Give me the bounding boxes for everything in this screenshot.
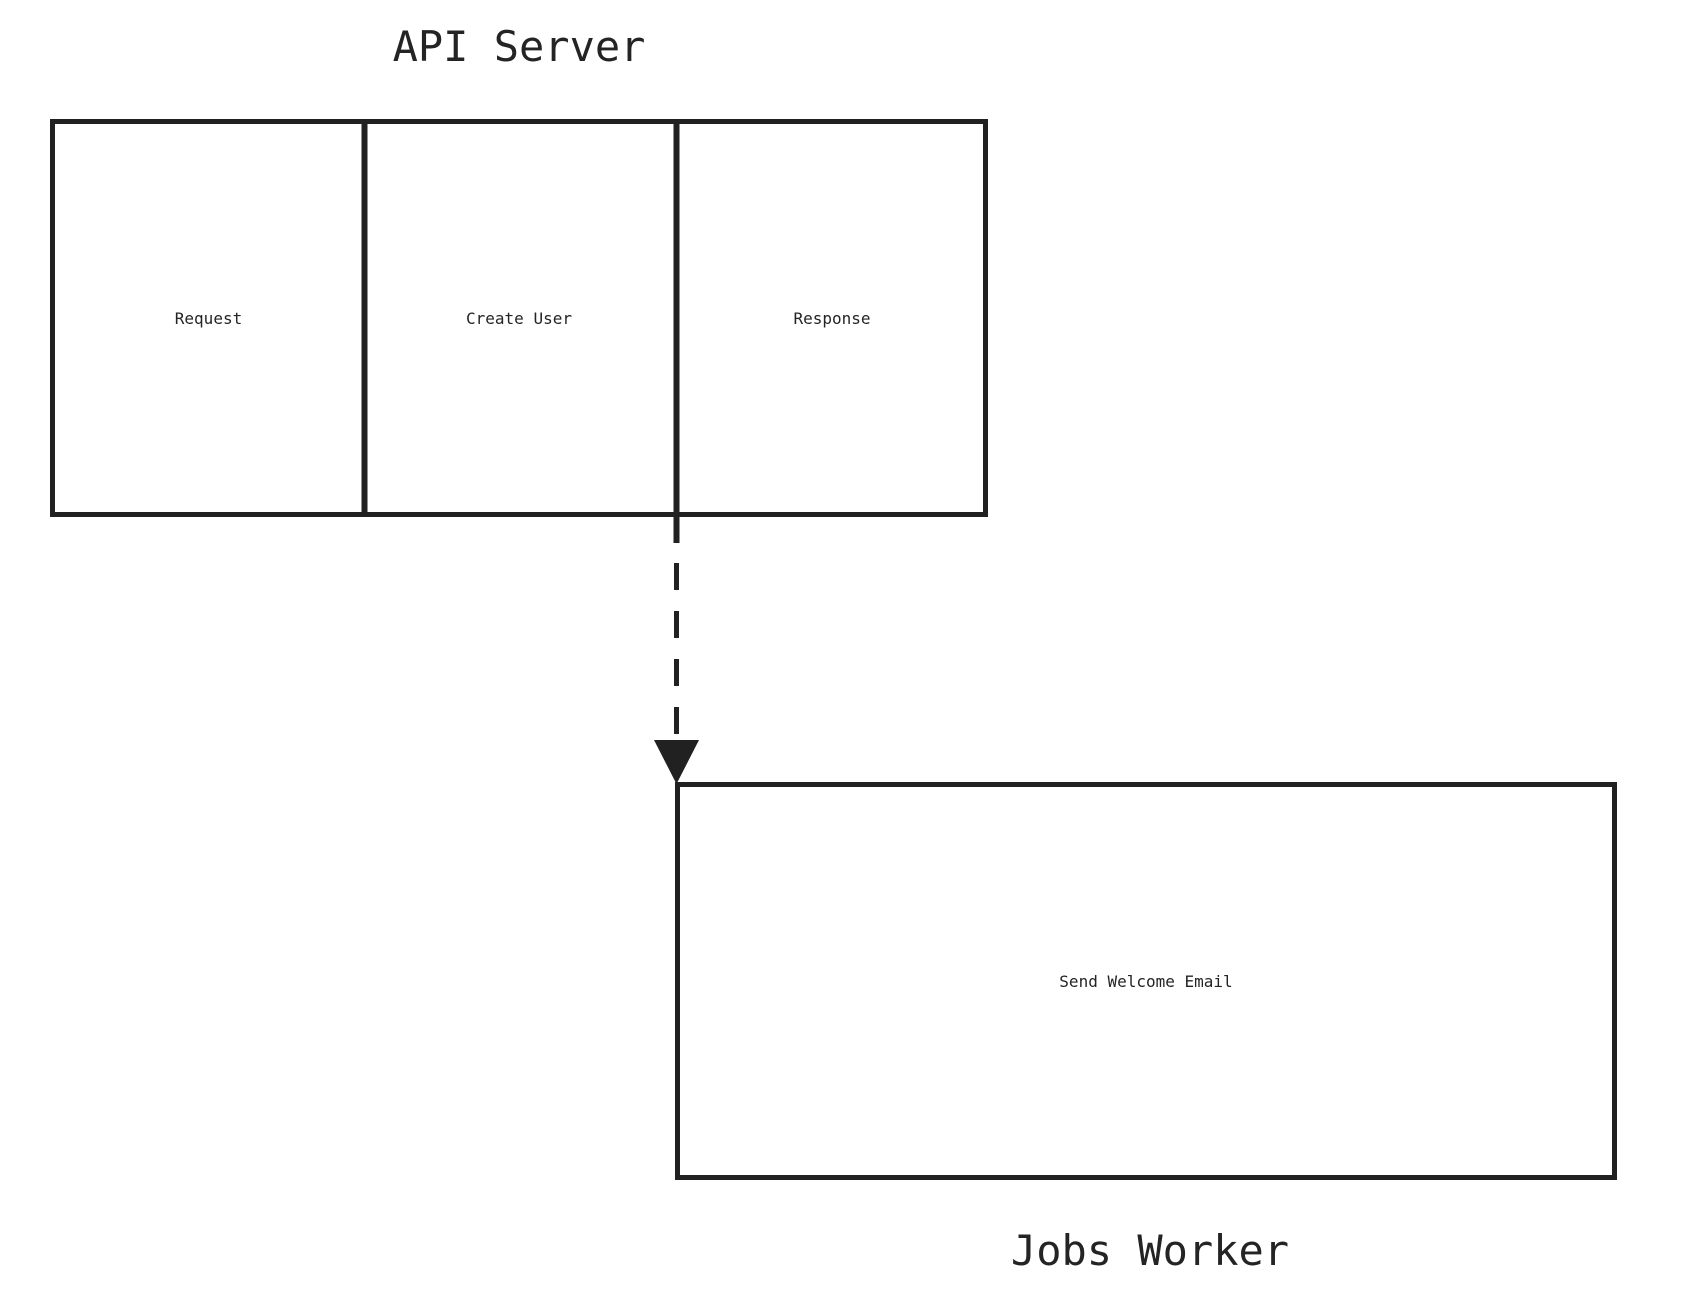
send-welcome-email-label: Send Welcome Email [1059, 971, 1233, 991]
jobs-worker-title: Jobs Worker [1010, 1226, 1290, 1275]
response-box: Response [676, 119, 988, 517]
arrowhead-down-icon [654, 740, 699, 784]
request-box: Request [50, 119, 367, 517]
send-welcome-email-box: Send Welcome Email [675, 782, 1617, 1180]
create-user-label: Create User [466, 308, 572, 328]
response-label: Response [793, 308, 871, 328]
create-user-box: Create User [362, 119, 676, 517]
request-label: Request [174, 308, 243, 328]
api-server-title: API Server [392, 22, 646, 71]
api-server-box-outline [50, 119, 988, 517]
jobs-worker-box-outline [675, 782, 1617, 1180]
